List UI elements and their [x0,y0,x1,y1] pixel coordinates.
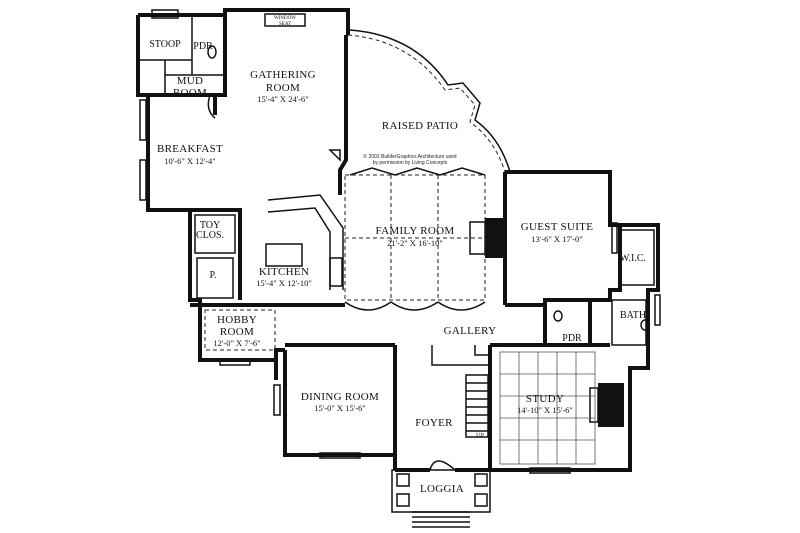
breakfast-label: BREAKFAST [157,143,223,155]
gathering-room-label-2: ROOM [266,82,300,94]
breakfast-dims: 10'-6" X 12'-4" [164,156,216,166]
guest-suite-dims: 13'-6" X 17'-0" [531,234,583,244]
hobby-room-label-1: HOBBY [217,314,257,326]
study-ceiling-grid [499,351,596,465]
window-seat-label-1: WINDOW [274,16,296,21]
mud-room-label-1: MUD [177,75,204,87]
hobby-room-dims: 12'-0" X 7'-6" [213,338,260,348]
stoop-label: STOOP [149,39,181,50]
toy-closet-label-2: CLOS. [196,230,224,241]
kitchen-label: KITCHEN [259,266,309,278]
pdr-top-label: PDR [193,41,213,52]
interior-lines [138,13,655,528]
room-labels: STOOP PDR MUD ROOM WINDOW SEAT GATHERING… [149,16,646,495]
study-dims: 14'-10" X 15'-6" [517,405,573,415]
hobby-room-label-2: ROOM [220,326,254,338]
loggia-label: LOGGIA [420,483,464,495]
bath-label: BATH [620,310,646,321]
pantry-label: P. [210,270,217,281]
copyright-line-1: © 2002 BuilderGraphics Architecture used [363,153,456,160]
gallery-label: GALLERY [444,325,497,337]
stairs-up-label: UP [476,433,484,439]
guest-suite-label: GUEST SUITE [521,221,593,233]
window-seat-label-2: SEAT [279,22,291,27]
raised-patio-outline [347,29,511,173]
toy-closet-label-1: TOY [200,220,220,231]
kitchen-dims: 15'-4" X 12'-10" [256,278,312,288]
dining-room-dims: 15'-0" X 15'-6" [314,403,366,413]
dining-room-label: DINING ROOM [301,391,379,403]
family-room-dims: 21'-2" X 16'-10" [387,238,443,248]
pdr-mid-label: PDR [562,333,582,344]
raised-patio-label: RAISED PATIO [382,120,458,132]
gathering-room-label-1: GATHERING [250,69,316,81]
wic-label: W.I.C. [620,253,646,264]
family-room-ceiling [344,167,486,311]
study-label: STUDY [526,393,564,405]
gathering-room-dims: 15'-4" X 24'-6" [257,94,309,104]
family-room-label: FAMILY ROOM [376,225,455,237]
mud-room-label-2: ROOM [173,87,207,99]
foyer-label: FOYER [415,417,453,429]
windows [139,99,661,474]
copyright-line-2: by permission by Living Concepts [373,160,448,166]
